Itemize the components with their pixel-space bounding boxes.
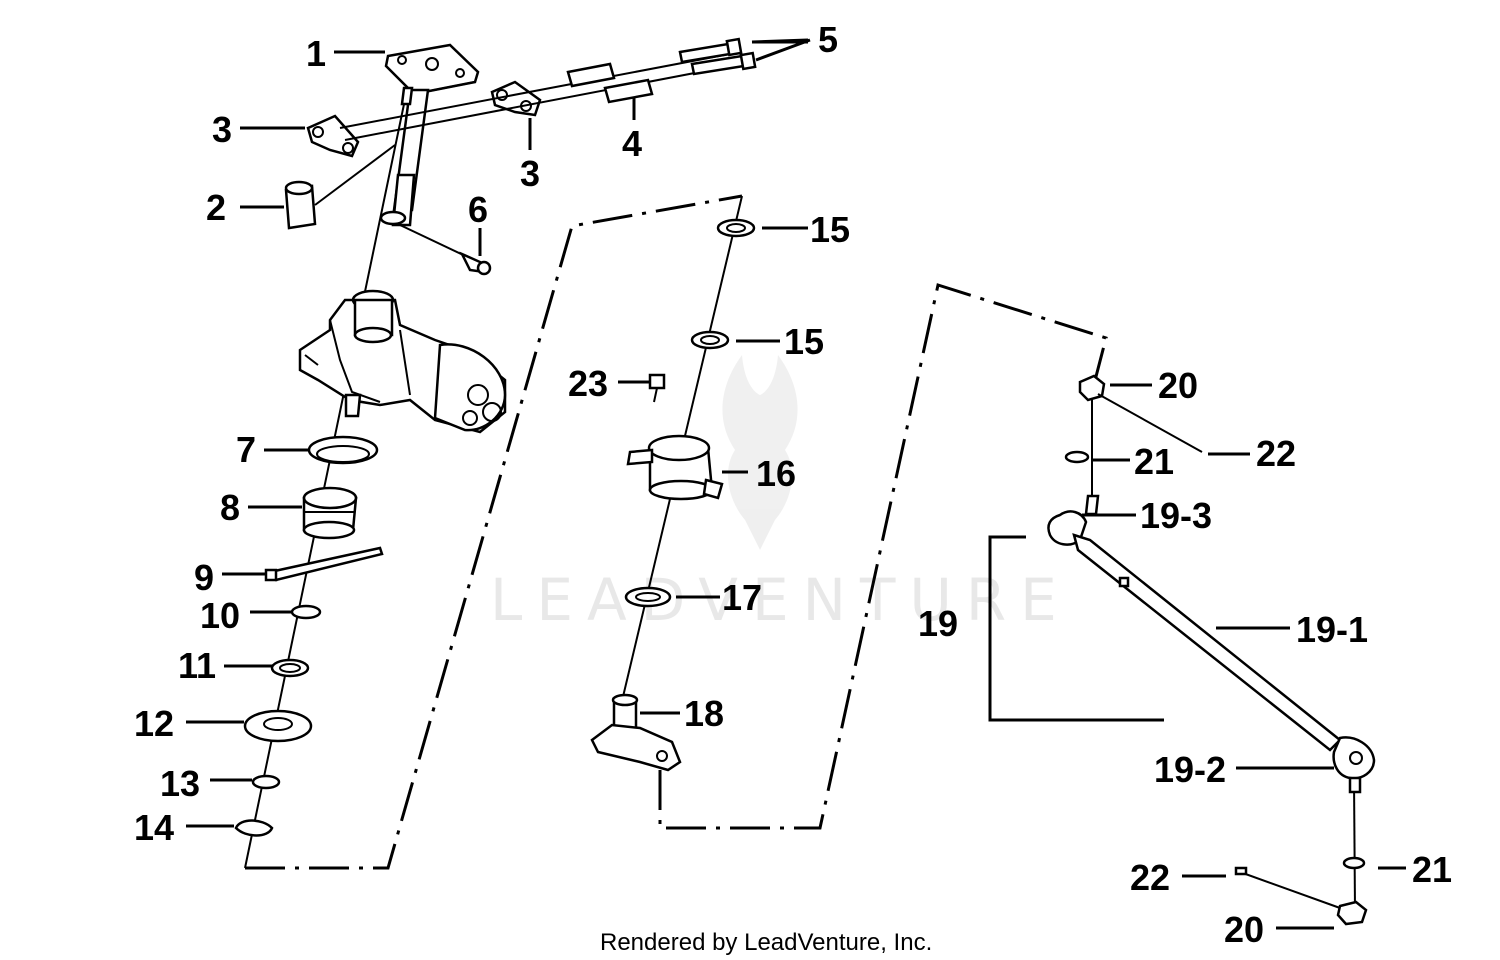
callout-20-lower: 20 — [1224, 909, 1264, 950]
callout-22-upper: 22 — [1256, 433, 1296, 474]
part-4-rods — [339, 51, 753, 141]
middle-column-group — [590, 195, 1108, 830]
part-14-clip — [234, 819, 274, 837]
watermark: LEADVENTURE — [490, 355, 1071, 634]
callout-10: 10 — [200, 595, 240, 636]
callout-17: 17 — [722, 577, 762, 618]
part-21-washer-lower — [1342, 856, 1366, 870]
part-23-bolt — [648, 373, 666, 403]
callout-3-right: 3 — [520, 153, 540, 194]
callout-14: 14 — [134, 807, 174, 848]
part-22-pin-lower — [1234, 866, 1341, 909]
callout-19: 19 — [918, 603, 958, 644]
connector-left — [245, 194, 743, 870]
callout-21-lower: 21 — [1412, 849, 1452, 890]
part-19-1-rod — [1072, 533, 1342, 752]
callout-labels: 1 3 2 3 4 5 6 7 8 9 10 11 12 13 14 15 15… — [134, 19, 1452, 950]
watermark-text: LEADVENTURE — [490, 566, 1071, 634]
callout-3-left: 3 — [212, 109, 232, 150]
watermark-flame-icon — [722, 355, 798, 550]
callout-19-2: 19-2 — [1154, 749, 1226, 790]
callout-23: 23 — [568, 363, 608, 404]
part-17-seal — [624, 586, 672, 608]
callout-2: 2 — [206, 187, 226, 228]
callout-22-lower: 22 — [1130, 857, 1170, 898]
gearbox-motor-assembly — [298, 289, 507, 434]
tie-rod-group — [988, 374, 1406, 930]
part-3-clamps — [306, 80, 542, 158]
callout-19-1: 19-1 — [1296, 609, 1368, 650]
callout-7: 7 — [236, 429, 256, 470]
callout-13: 13 — [160, 763, 200, 804]
callout-9: 9 — [194, 557, 214, 598]
callout-15-upper: 15 — [810, 209, 850, 250]
part-18-arm — [590, 693, 682, 772]
callout-4: 4 — [622, 123, 642, 164]
part-2-collar — [284, 144, 396, 230]
callout-19-3: 19-3 — [1140, 495, 1212, 536]
part-8-bushing — [302, 486, 358, 540]
callout-20-upper: 20 — [1158, 365, 1198, 406]
callout-15-lower: 15 — [784, 321, 824, 362]
callout-18: 18 — [684, 693, 724, 734]
steering-shaft — [379, 86, 430, 227]
part-15-seal-lower — [690, 330, 730, 350]
part-15-seal-upper — [716, 218, 756, 238]
part-21-washer-upper — [1064, 450, 1090, 464]
callout-6: 6 — [468, 189, 488, 230]
part-16-clamp — [626, 434, 724, 501]
part-19-3-ball-joint — [1047, 494, 1100, 546]
part-20-nut-lower — [1336, 900, 1368, 926]
part-11-bearing — [270, 658, 310, 678]
callout-5: 5 — [818, 19, 838, 60]
part-12-washer — [243, 709, 313, 743]
connector-right — [658, 283, 1108, 830]
part-22-pin-upper — [1097, 393, 1203, 453]
part-10-ring — [290, 604, 322, 620]
steering-column-group — [186, 37, 811, 870]
part-1-steering-plate — [384, 43, 480, 96]
callout-12: 12 — [134, 703, 174, 744]
part-19-2-ball-joint — [1332, 736, 1376, 794]
part-6-bolt — [399, 224, 492, 276]
footer-credit: Rendered by LeadVenture, Inc. — [600, 929, 932, 956]
part-9-strap — [264, 546, 384, 582]
callout-11: 11 — [178, 645, 216, 686]
callout-21-upper: 21 — [1134, 441, 1174, 482]
bracket-19 — [988, 535, 1164, 722]
callout-8: 8 — [220, 487, 240, 528]
callout-16: 16 — [756, 453, 796, 494]
part-5-bolts — [678, 37, 757, 76]
steering-axis-line — [244, 84, 409, 869]
callout-1: 1 — [306, 33, 326, 74]
part-7-band — [307, 435, 379, 465]
part-13-nut — [251, 774, 281, 790]
